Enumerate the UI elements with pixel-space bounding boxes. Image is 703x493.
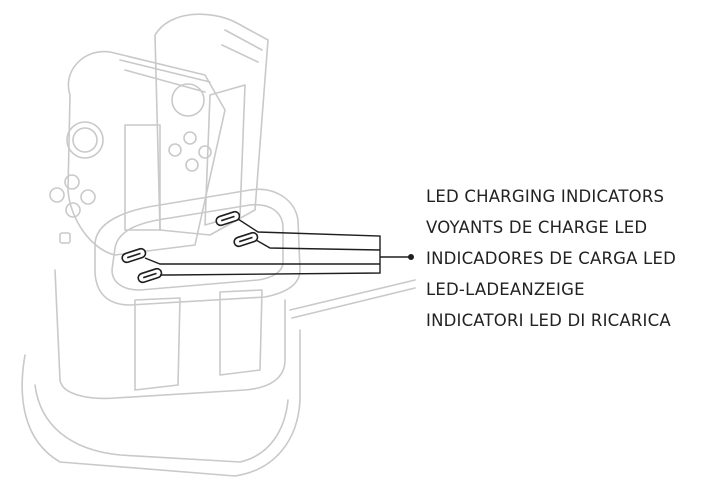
dpad-button — [49, 187, 65, 203]
dpad-button — [64, 174, 80, 190]
led-indicator — [215, 210, 241, 227]
left-joycon-rail — [119, 59, 211, 93]
led-indicator — [137, 267, 163, 284]
callout-label-fr: VOYANTS DE CHARGE LED — [426, 218, 648, 237]
face-button — [185, 158, 199, 172]
charging-cradle — [94, 188, 301, 306]
callout-label-es: INDICADORES DE CARGA LED — [426, 249, 676, 268]
led-indicator — [233, 231, 259, 248]
right-joycon — [154, 13, 269, 236]
leader-line — [160, 257, 381, 276]
right-stick — [171, 83, 205, 117]
leader-point — [408, 254, 414, 260]
leader-line — [144, 257, 380, 265]
callout-label-de: LED-LADEANZEIGE — [426, 280, 585, 299]
callout-label-en: LED CHARGING INDICATORS — [426, 187, 665, 206]
charging-cradle-top — [111, 203, 284, 291]
dock-cable — [289, 279, 416, 319]
left-stick-inner — [72, 127, 98, 153]
dock-base — [21, 329, 301, 477]
right-joycon-rail — [221, 29, 263, 63]
callout-label-list: LED CHARGING INDICATORS VOYANTS DE CHARG… — [426, 181, 676, 336]
cradle-front-slot — [134, 289, 263, 391]
callout-label-it: INDICATORI LED DI RICARICA — [426, 311, 671, 330]
leader-line — [237, 218, 381, 257]
left-stick — [66, 121, 104, 159]
led-indicator — [121, 247, 147, 264]
dpad-button — [65, 202, 81, 218]
capture-button — [59, 232, 71, 244]
dpad-button — [80, 189, 96, 205]
face-button — [198, 145, 212, 159]
face-button — [168, 143, 182, 157]
leader-line — [255, 239, 381, 251]
dock-base-inner — [34, 384, 289, 463]
face-button — [183, 131, 197, 145]
left-joycon — [67, 50, 226, 256]
dock-body — [54, 269, 286, 400]
